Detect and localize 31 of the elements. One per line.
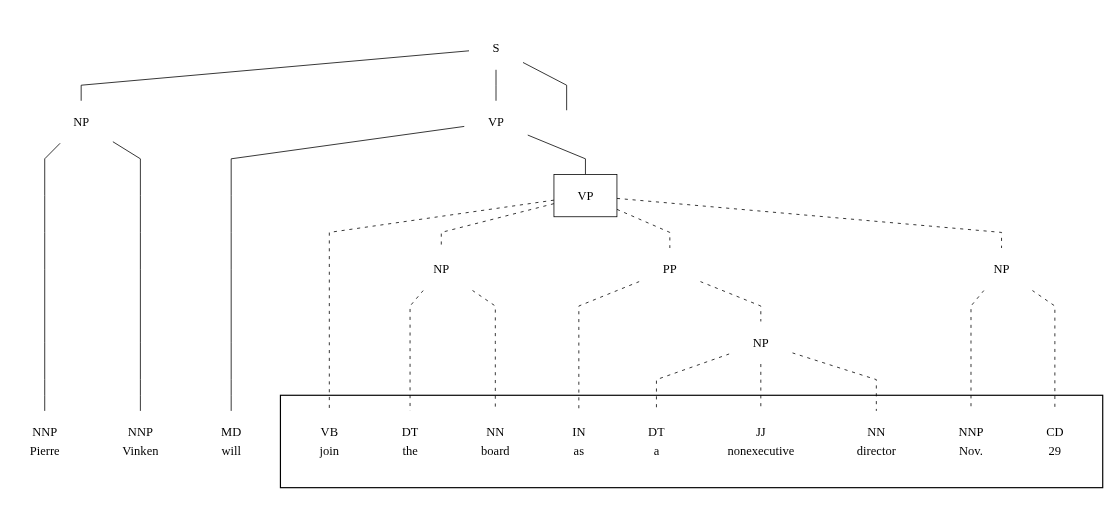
- connector: [616, 208, 671, 248]
- connector: [699, 280, 762, 322]
- node-text: NP: [993, 261, 1010, 276]
- connector: [522, 61, 568, 111]
- connector: [230, 125, 465, 411]
- node-text: PP: [662, 261, 677, 276]
- node-text: VP: [488, 114, 505, 128]
- node-text: CD 29: [1046, 424, 1064, 457]
- node-text: IN as: [572, 424, 586, 457]
- node-text: NNP Nov.: [958, 424, 984, 457]
- node-text: NP: [73, 114, 90, 128]
- node-text: MD will: [221, 424, 242, 457]
- node-text: VB join: [319, 424, 340, 457]
- node-text: S: [492, 40, 500, 55]
- node-text: NNP Pierre: [29, 424, 60, 457]
- node-text: NP: [752, 335, 769, 349]
- node-text: NN director: [856, 424, 896, 457]
- node-text: DT the: [401, 424, 419, 457]
- connector: [440, 202, 555, 248]
- node-text: NP: [433, 261, 450, 276]
- connector: [616, 197, 1002, 248]
- connector: [112, 140, 141, 411]
- connector: [527, 134, 586, 175]
- connector: [328, 199, 555, 411]
- node-box: VP: [553, 173, 618, 217]
- node-text: NN board: [481, 424, 510, 457]
- node-text: NNP Vinken: [122, 424, 159, 457]
- node-text: DT a: [648, 424, 665, 457]
- cluster: [279, 394, 1104, 488]
- connector: [80, 49, 470, 101]
- node-text: JJ nonexecutive: [727, 424, 795, 457]
